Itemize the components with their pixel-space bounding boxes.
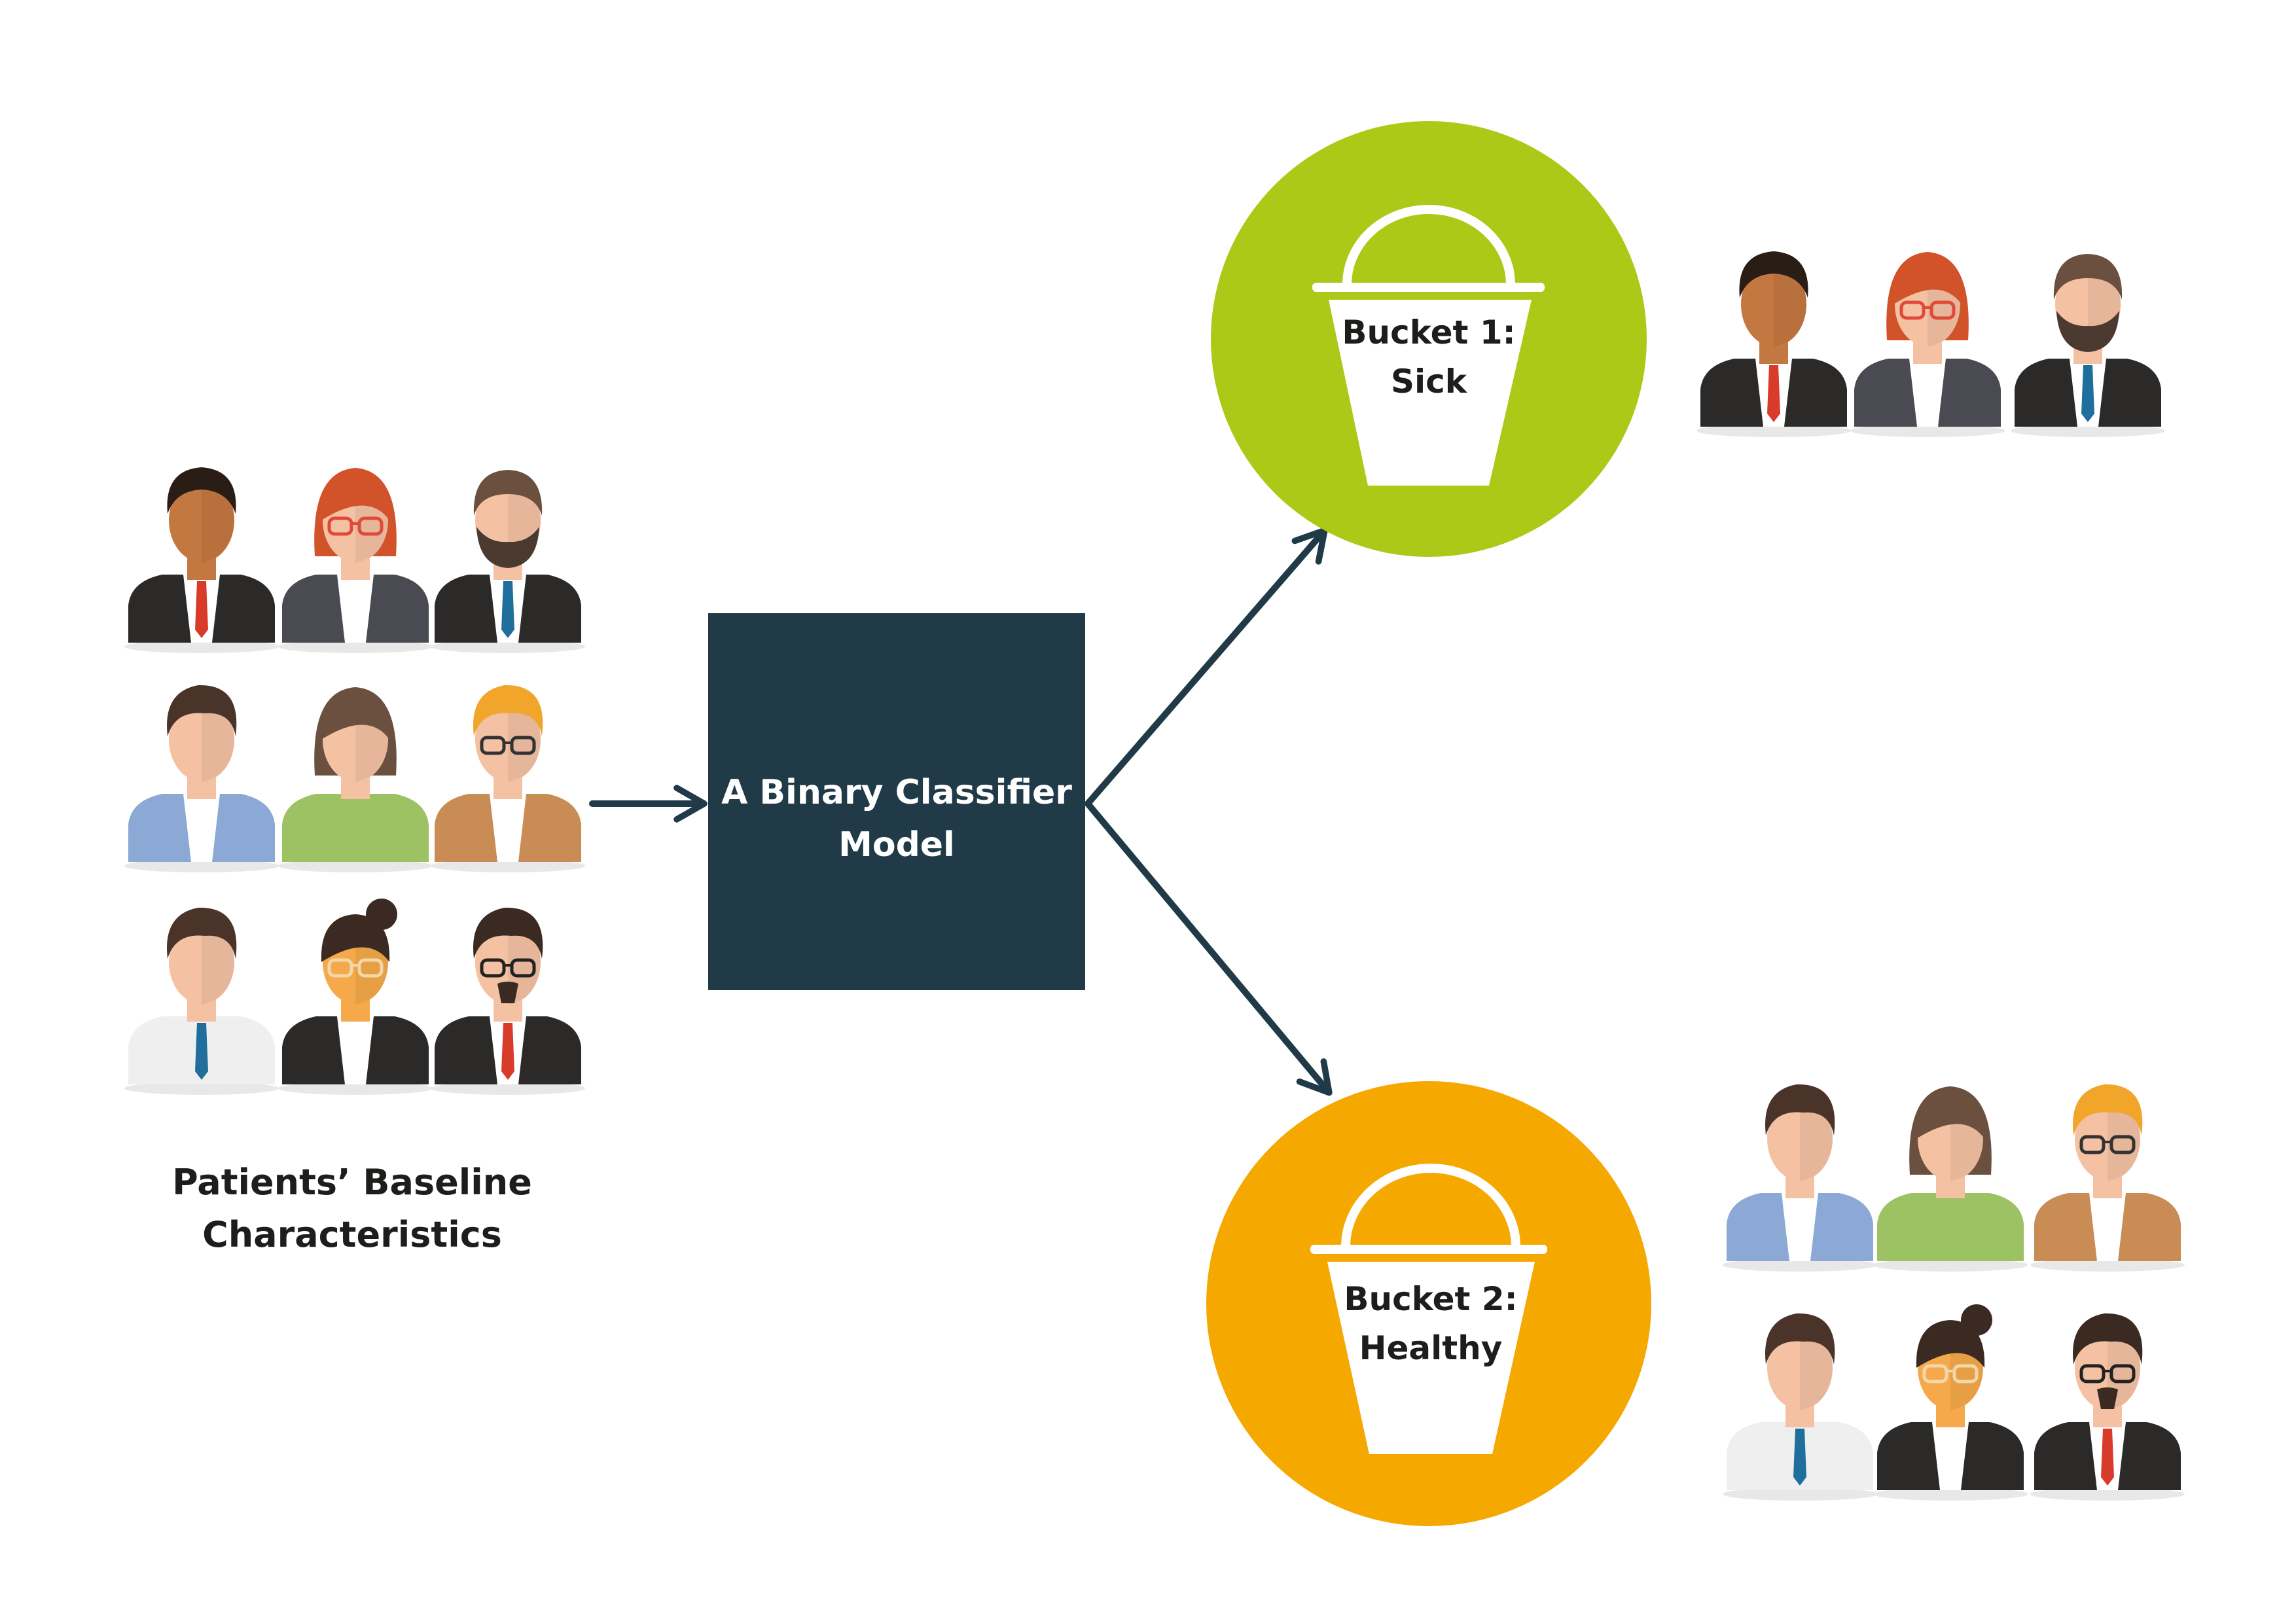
person-icon-woman-red-hair-glasses (1850, 252, 2005, 437)
arrow-to-sick (1085, 527, 1328, 807)
sick-patients-group (1696, 251, 2165, 437)
person-icon-man-dark-suit-red-tie (1696, 251, 1851, 437)
bucket-icon-sick (1312, 205, 1545, 486)
bucket2-label-line1: Bucket 2: (1344, 1280, 1517, 1318)
person-icon-man-beard-suit (2011, 254, 2165, 437)
person-icon-man-dark-suit-red-tie (124, 467, 279, 653)
patients-grid (124, 467, 585, 1095)
person-icon-man-blond-glasses (431, 685, 585, 872)
person-icon-man-blue-shirt (1723, 1084, 1877, 1272)
person-icon-man-beard-suit (431, 470, 585, 653)
bucket2-label-line2: Healthy (1359, 1329, 1503, 1367)
person-icon-man-white-shirt-tie (124, 907, 279, 1095)
model-label-line2: Model (838, 825, 955, 865)
patients-label-line2: Characteristics (202, 1214, 502, 1255)
person-icon-woman-bun-glasses (278, 899, 433, 1095)
person-icon-woman-red-hair-glasses (278, 468, 433, 653)
person-icon-man-glasses-goatee (431, 907, 585, 1095)
person-icon-woman-green-top (1873, 1086, 2028, 1272)
person-icon-man-blue-shirt (124, 685, 279, 872)
healthy-patients-group (1723, 1084, 2185, 1501)
bucket-icon-healthy (1310, 1164, 1547, 1454)
bucket1-label-line2: Sick (1391, 363, 1468, 401)
person-icon-woman-bun-glasses (1873, 1304, 2028, 1501)
person-icon-woman-green-top (278, 687, 433, 872)
bucket1-label-line1: Bucket 1: (1342, 313, 1515, 351)
classifier-model-box (708, 613, 1085, 990)
person-icon-man-white-shirt-tie (1723, 1313, 1877, 1501)
model-label-line1: A Binary Classifier (721, 773, 1072, 812)
person-icon-man-blond-glasses (2030, 1084, 2185, 1272)
person-icon-man-glasses-goatee (2030, 1313, 2185, 1501)
patients-label-line1: Patients’ Baseline (172, 1162, 532, 1203)
arrow-to-healthy (1085, 800, 1333, 1096)
